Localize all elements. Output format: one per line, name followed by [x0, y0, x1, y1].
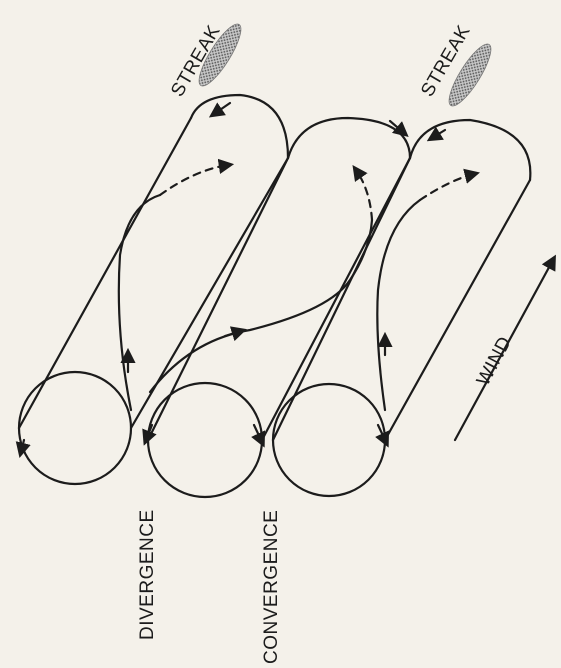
- flow-direction-arrows: [15, 101, 447, 458]
- divergence-label: DIVERGENCE: [137, 509, 158, 640]
- circulation-roll-2: [146, 116, 412, 499]
- dashed-convergence-arrows: [158, 158, 480, 222]
- streak-right-shape: [448, 43, 492, 107]
- circulation-roll-1: [17, 93, 290, 486]
- wind-arrow: [453, 254, 556, 442]
- streak-left-shape: [198, 23, 242, 87]
- convergence-label: CONVERGENCE: [261, 510, 282, 664]
- wind-label: WIND: [473, 333, 516, 389]
- circulation-roll-3: [271, 118, 532, 498]
- surface-flow-lines: [117, 193, 422, 412]
